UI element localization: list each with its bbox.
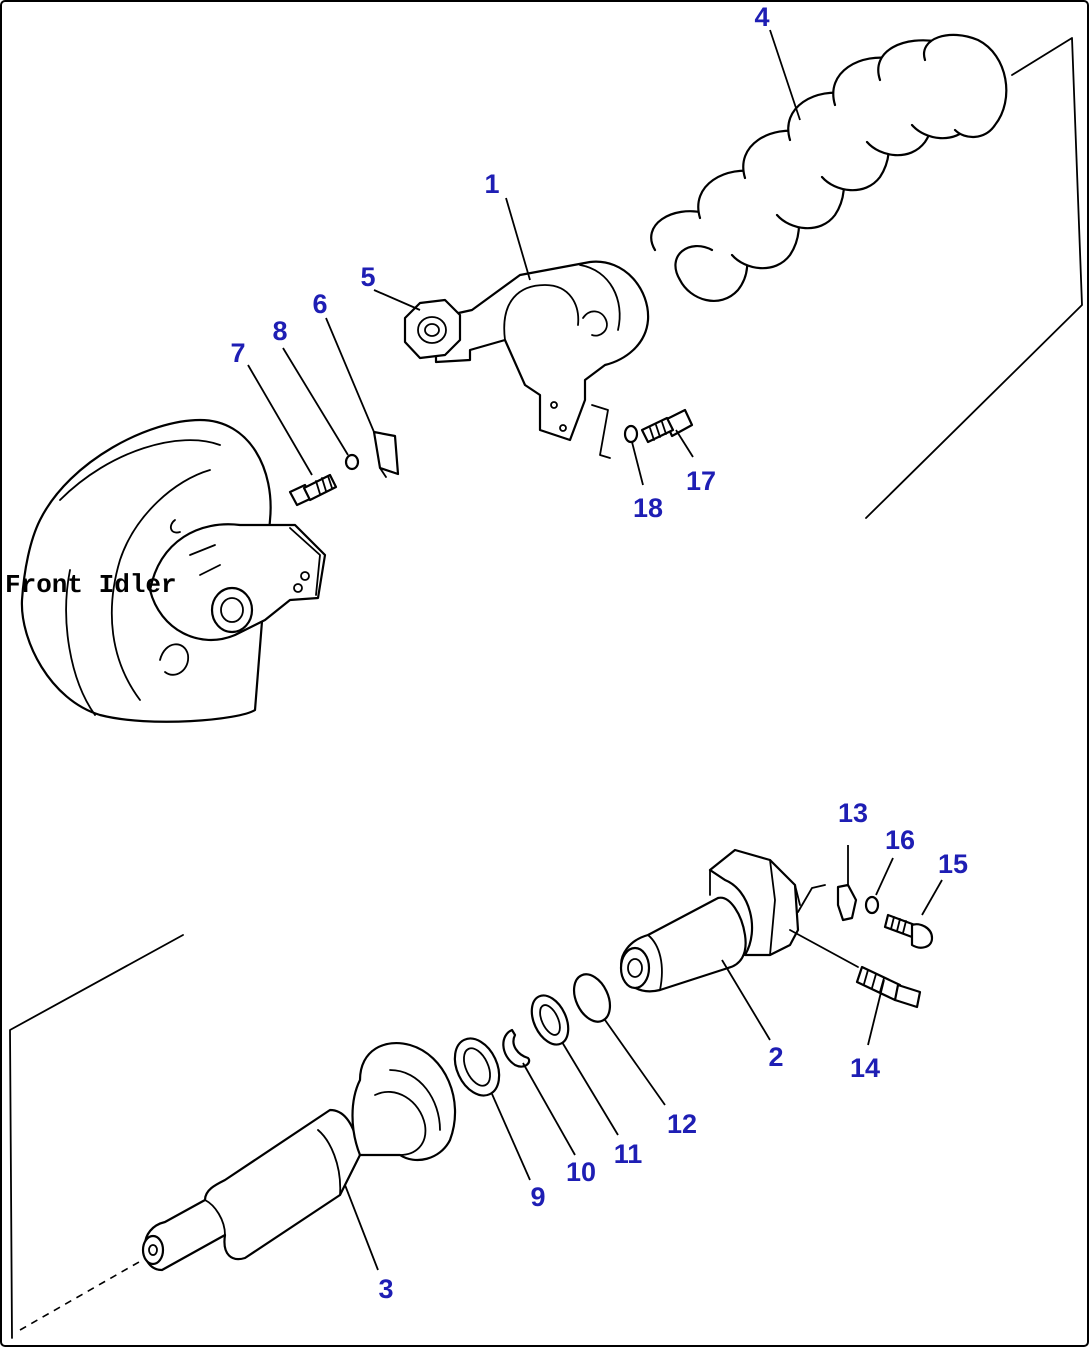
callout-17: 17	[686, 466, 716, 496]
part-5-nut	[403, 298, 462, 360]
callout-16: 16	[885, 825, 915, 855]
callout-6: 6	[312, 289, 327, 319]
part-14-grease-fitting	[855, 965, 922, 1009]
part-9-seal	[453, 1037, 501, 1097]
part-12-ring	[572, 973, 612, 1023]
callout-13: 13	[838, 798, 868, 828]
callout-1: 1	[484, 169, 499, 199]
callout-15: 15	[938, 849, 968, 879]
callout-4: 4	[754, 2, 769, 32]
callout-8: 8	[272, 316, 287, 346]
part-3-shaft	[141, 1041, 457, 1272]
lower-connector-lines	[789, 884, 859, 968]
part-6-lock-plate	[372, 430, 400, 478]
callout-18: 18	[633, 493, 663, 523]
callout-14: 14	[850, 1053, 880, 1083]
callout-3: 3	[378, 1274, 393, 1304]
front-idler-caption: Front Idler	[5, 570, 177, 600]
part-1-yoke-bracket	[434, 260, 650, 442]
callout-10: 10	[566, 1157, 596, 1187]
lower-assembly-bracket	[9, 934, 184, 1339]
front-idler-wheel	[20, 418, 327, 723]
part-8-washer	[344, 453, 360, 471]
part-10-snap-ring	[502, 1028, 531, 1068]
part-2-support	[619, 848, 801, 993]
part-15-bolt	[883, 913, 934, 949]
leader-lines	[247, 29, 943, 1271]
part-13-clamp	[836, 883, 858, 922]
part-4-recoil-spring	[650, 33, 1008, 302]
part-16-washer	[864, 895, 880, 915]
callout-11: 11	[614, 1139, 643, 1169]
callout-5: 5	[360, 262, 375, 292]
callout-7: 7	[230, 338, 245, 368]
callout-2: 2	[768, 1042, 783, 1072]
callout-9: 9	[530, 1182, 545, 1212]
part-17-bolt	[640, 408, 694, 444]
part-18-washer	[623, 424, 639, 444]
center-axis-line	[19, 1249, 161, 1331]
part-11-bushing	[530, 994, 570, 1046]
upper-assembly-bracket	[865, 37, 1083, 519]
part-7-bolt	[288, 473, 338, 507]
callout-12: 12	[667, 1109, 697, 1139]
callout-numbers: 1 2 3 4 5 6 7 8 9 10 11 12 13 14 15 16 1…	[230, 2, 968, 1304]
bracket-hole-line	[591, 404, 611, 459]
